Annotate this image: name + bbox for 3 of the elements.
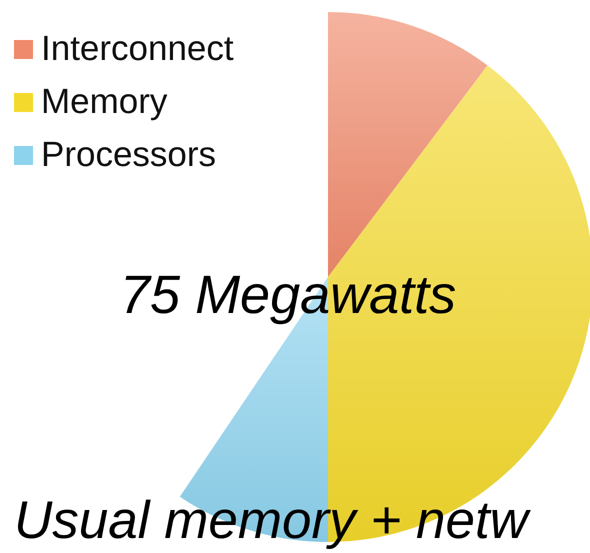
legend-label: Processors — [41, 135, 216, 175]
legend-label: Memory — [41, 82, 168, 122]
legend-label: Interconnect — [41, 29, 234, 69]
